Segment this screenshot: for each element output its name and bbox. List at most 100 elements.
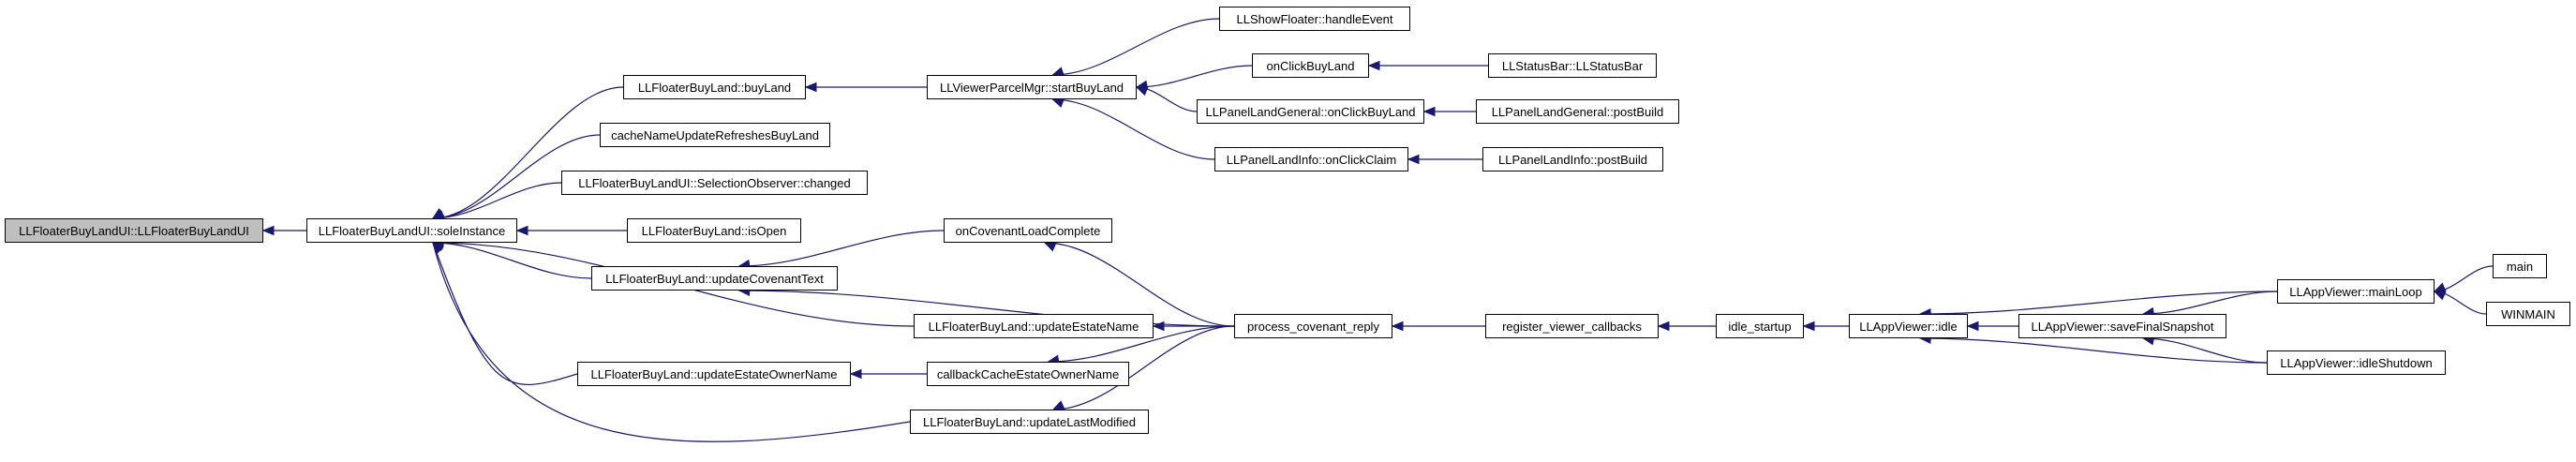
node-label: LLFloaterBuyLandUI::SelectionObserver::c… xyxy=(578,175,851,190)
node-label: LLFloaterBuyLand::buyLand xyxy=(637,80,792,95)
node-winmain[interactable]: WINMAIN xyxy=(2486,302,2570,326)
node-panel-land-info-post-build[interactable]: LLPanelLandInfo::postBuild xyxy=(1482,147,1663,171)
arrowhead xyxy=(1391,320,1404,332)
edge-start_buy_land-show_floater_handle_event xyxy=(1051,18,1220,77)
node-cache-name-update[interactable]: cacheNameUpdateRefreshesBuyLand xyxy=(600,123,830,147)
arrowhead xyxy=(1802,320,1815,332)
node-main[interactable]: main xyxy=(2493,254,2547,278)
node-app-viewer-main-loop[interactable]: LLAppViewer::mainLoop xyxy=(2277,279,2435,304)
node-update-last-modified[interactable]: LLFloaterBuyLand::updateLastModified xyxy=(910,410,1149,434)
edge-app_viewer_main_loop-winmain xyxy=(2433,291,2487,315)
node-root: LLFloaterBuyLandUI::LLFloaterBuyLandUI xyxy=(5,218,263,243)
node-label: LLAppViewer::idleShutdown xyxy=(2280,355,2433,370)
node-label: LLPanelLandGeneral::postBuild xyxy=(1491,104,1664,119)
arrowhead xyxy=(1051,98,1065,108)
node-label: LLPanelLandInfo::onClickClaim xyxy=(1226,152,1397,167)
node-label: LLShowFloater::handleEvent xyxy=(1236,11,1393,26)
edge-idle_startup-app_viewer_idle xyxy=(1802,320,1849,332)
edge-update_estate_owner_name-callback_cache_estate_owner_name xyxy=(849,368,928,380)
node-is-open[interactable]: LLFloaterBuyLand::isOpen xyxy=(627,218,801,243)
arrowhead xyxy=(515,225,529,236)
edge-start_buy_land-panel_land_info_on_click_claim xyxy=(1051,98,1215,160)
node-label: LLAppViewer::idle xyxy=(1859,319,1958,334)
node-label: LLFloaterBuyLandUI::soleInstance xyxy=(318,223,506,238)
node-panel-land-info-on-click-claim[interactable]: LLPanelLandInfo::onClickClaim xyxy=(1214,147,1408,171)
edge-app_viewer_save_final_snapshot-app_viewer_main_loop xyxy=(2141,291,2278,318)
edge-start_buy_land-on_click_buy_land xyxy=(1135,65,1253,91)
arrowhead xyxy=(1966,320,1979,332)
arrowhead xyxy=(1135,86,1149,97)
node-label: LLFloaterBuyLandUI::LLFloaterBuyLandUI xyxy=(19,223,249,238)
arrowhead xyxy=(2433,291,2447,301)
edge-sole_instance-update_covenant_text xyxy=(431,240,592,279)
edge-app_viewer_main_loop-main xyxy=(2433,265,2494,292)
edge-sole_instance-update_estate_owner_name xyxy=(432,242,578,385)
node-label: cacheNameUpdateRefreshesBuyLand xyxy=(611,127,819,142)
node-app-viewer-save-final-snapshot[interactable]: LLAppViewer::saveFinalSnapshot xyxy=(2018,314,2226,338)
arrowhead xyxy=(2433,282,2447,292)
node-label: LLStatusBar::LLStatusBar xyxy=(1501,58,1644,73)
node-idle-startup[interactable]: idle_startup xyxy=(1716,314,1804,338)
node-register-viewer-callbacks[interactable]: register_viewer_callbacks xyxy=(1485,314,1659,338)
node-label: LLFloaterBuyLand::updateEstateName xyxy=(928,319,1139,334)
node-label: idle_startup xyxy=(1728,319,1792,334)
node-label: LLViewerParcelMgr::startBuyLand xyxy=(939,80,1124,95)
node-label: LLFloaterBuyLand::updateLastModified xyxy=(923,414,1136,429)
edge-sole_instance-is_open xyxy=(515,225,628,236)
node-label: onClickBuyLand xyxy=(1266,58,1355,73)
node-update-covenant-text[interactable]: LLFloaterBuyLand::updateCovenantText xyxy=(591,266,838,291)
node-label: process_covenant_reply xyxy=(1247,319,1379,334)
arrowhead xyxy=(1407,154,1420,165)
node-process-covenant-reply[interactable]: process_covenant_reply xyxy=(1234,314,1392,338)
edge-process_covenant_reply-register_viewer_callbacks xyxy=(1391,320,1485,332)
arrowhead xyxy=(1152,320,1165,332)
node-label: LLAppViewer::saveFinalSnapshot xyxy=(2031,319,2214,334)
node-label: LLPanelLandInfo::postBuild xyxy=(1497,152,1647,167)
arrowhead xyxy=(804,82,817,93)
edge-on_click_buy_land-status_bar_ctor xyxy=(1367,60,1488,71)
edge-panel_land_info_on_click_claim-panel_land_info_post_build xyxy=(1407,154,1482,165)
arrowhead xyxy=(1367,60,1380,71)
node-update-estate-name[interactable]: LLFloaterBuyLand::updateEstateName xyxy=(914,314,1154,338)
node-label: LLFloaterBuyLand::updateEstateOwnerName xyxy=(590,366,838,381)
node-selection-observer[interactable]: LLFloaterBuyLandUI::SelectionObserver::c… xyxy=(561,171,868,195)
node-label: callbackCacheEstateOwnerName xyxy=(936,366,1120,381)
edge-buy_land-start_buy_land xyxy=(804,82,927,93)
edge-app_viewer_save_final_snapshot-app_viewer_idle_shutdown xyxy=(2141,335,2268,364)
arrowhead xyxy=(1043,242,1057,252)
node-panel-land-general-post-build[interactable]: LLPanelLandGeneral::postBuild xyxy=(1476,99,1679,124)
node-panel-land-general-on-click[interactable]: LLPanelLandGeneral::onClickBuyLand xyxy=(1197,99,1424,124)
node-app-viewer-idle-shutdown[interactable]: LLAppViewer::idleShutdown xyxy=(2267,350,2446,375)
node-label: onCovenantLoadComplete xyxy=(955,223,1101,238)
edge-app_viewer_idle-app_viewer_idle_shutdown xyxy=(1918,334,2268,364)
edge-panel_land_general_on_click-panel_land_general_post_build xyxy=(1422,106,1477,117)
edge-update_last_modified-process_covenant_reply xyxy=(1051,325,1235,410)
node-label: WINMAIN xyxy=(2501,306,2555,321)
node-on-click-buy-land[interactable]: onClickBuyLand xyxy=(1252,53,1369,78)
node-show-floater-handle-event[interactable]: LLShowFloater::handleEvent xyxy=(1219,7,1410,31)
node-buy-land[interactable]: LLFloaterBuyLand::buyLand xyxy=(623,75,806,99)
node-update-estate-owner-name[interactable]: LLFloaterBuyLand::updateEstateOwnerName xyxy=(577,362,851,386)
node-sole-instance[interactable]: LLFloaterBuyLandUI::soleInstance xyxy=(306,218,517,243)
node-label: LLFloaterBuyLand::isOpen xyxy=(641,223,787,238)
node-callback-cache-estate-owner-name[interactable]: callbackCacheEstateOwnerName xyxy=(927,362,1129,386)
node-app-viewer-idle[interactable]: LLAppViewer::idle xyxy=(1849,314,1968,338)
edge-sole_instance-buy_land xyxy=(431,86,624,219)
arrowhead xyxy=(849,368,862,380)
node-label: LLAppViewer::mainLoop xyxy=(2289,284,2422,299)
node-status-bar-ctor[interactable]: LLStatusBar::LLStatusBar xyxy=(1488,53,1657,78)
edge-app_viewer_idle-app_viewer_save_final_snapshot xyxy=(1966,320,2018,332)
arrowhead xyxy=(1657,320,1670,332)
node-label: LLFloaterBuyLand::updateCovenantText xyxy=(605,271,824,286)
arrowhead xyxy=(1051,400,1065,410)
node-start-buy-land[interactable]: LLViewerParcelMgr::startBuyLand xyxy=(927,75,1137,99)
node-label: register_viewer_callbacks xyxy=(1502,319,1642,334)
node-label: LLPanelLandGeneral::onClickBuyLand xyxy=(1205,104,1416,119)
node-on-covenant-load-complete[interactable]: onCovenantLoadComplete xyxy=(944,218,1112,243)
arrowhead xyxy=(261,225,275,236)
edge-on_covenant_load_complete-process_covenant_reply xyxy=(1043,242,1235,327)
edge-register_viewer_callbacks-idle_startup xyxy=(1657,320,1716,332)
arrowhead xyxy=(1422,106,1436,117)
node-label: main xyxy=(2506,259,2534,274)
edge-start_buy_land-panel_land_general_on_click xyxy=(1135,86,1198,112)
